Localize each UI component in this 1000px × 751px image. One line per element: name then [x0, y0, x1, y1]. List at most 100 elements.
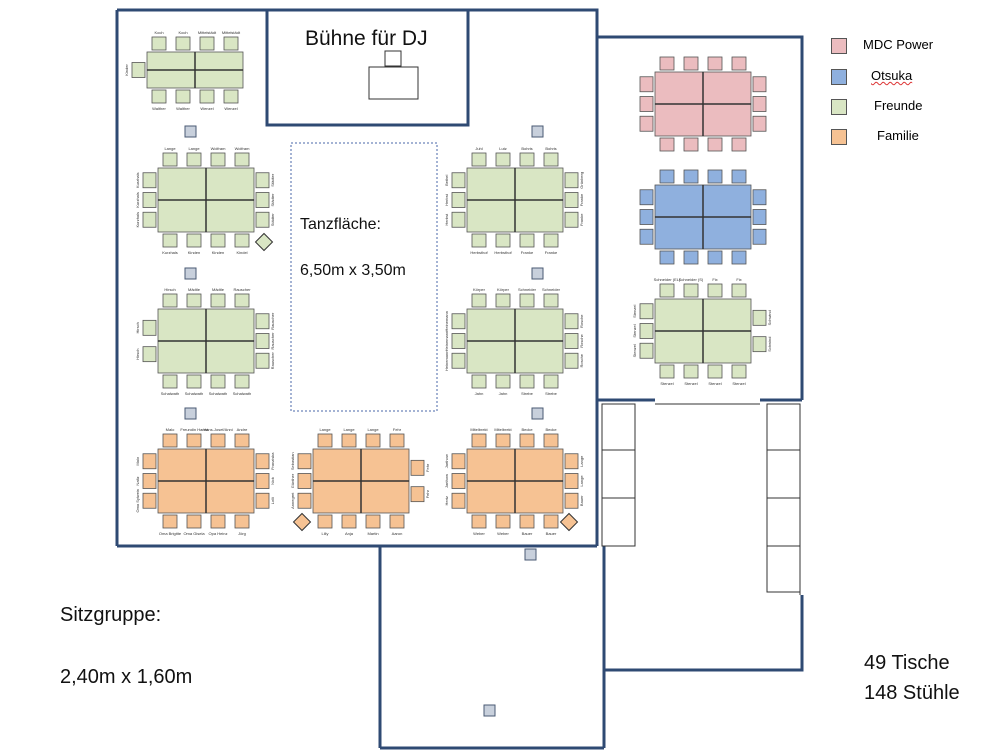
table [514, 167, 564, 201]
guest-name: Franke [545, 250, 558, 255]
chair [519, 433, 535, 448]
chair [564, 473, 579, 489]
guest-name: Strebe [545, 391, 558, 396]
chair [210, 233, 226, 248]
guest-name: Freundin Hanni [180, 427, 207, 432]
seating-group-g2: LangeKurzhalsLangeKindenWolframKindenWol… [135, 146, 275, 255]
chair [365, 514, 381, 529]
guest-name: Franke [579, 213, 584, 226]
seating-group-g8: KörperJahnKörperJahnSchneiderStrebeSchne… [444, 287, 584, 396]
chair [564, 192, 579, 208]
chair [639, 228, 654, 245]
chair [389, 514, 405, 529]
chair [752, 336, 767, 353]
guest-name: Schneider (S) [679, 277, 704, 282]
chair [451, 333, 466, 349]
dj-desk [368, 66, 419, 100]
table [654, 330, 704, 364]
chair [543, 233, 559, 248]
chair [142, 211, 157, 228]
chair [659, 364, 675, 379]
guest-name: Rauscher [270, 332, 275, 350]
chair [495, 514, 511, 529]
dj-chair [384, 50, 402, 67]
guest-name: Mitelbrekt [470, 427, 488, 432]
table [157, 340, 207, 374]
guest-name: Stenzel [632, 344, 637, 357]
bench [766, 497, 801, 547]
chair [255, 172, 270, 189]
chair [210, 152, 226, 167]
table [205, 480, 255, 514]
legend-swatch [831, 99, 847, 115]
table [157, 199, 207, 233]
guest-name: Walther [176, 106, 190, 111]
table [312, 448, 362, 482]
guest-name: Becke [545, 427, 557, 432]
legend-label: Freunde [874, 98, 923, 113]
guest-name: Oma Sylwein [135, 489, 140, 513]
chair [471, 374, 487, 389]
chair [564, 313, 579, 330]
chair [683, 137, 699, 152]
table [702, 103, 752, 137]
chair [341, 433, 357, 448]
pillar [524, 548, 537, 561]
chair [639, 209, 654, 225]
chair [451, 211, 466, 228]
chair [234, 293, 250, 308]
guest-name: Grünberg [579, 172, 584, 189]
guest-name: Wolfram [211, 146, 226, 151]
guest-name: Schneider [542, 287, 561, 292]
guest-name: Schalwath [209, 391, 227, 396]
guest-name: Fehr [393, 427, 402, 432]
guest-name: Nafiz [135, 476, 140, 485]
chair [639, 96, 654, 112]
guest-name: Nick [270, 477, 275, 485]
guest-name: Herbst [444, 213, 449, 226]
chair [639, 342, 654, 359]
chair [564, 172, 579, 189]
table [205, 199, 255, 233]
guest-name: Kurzhals [135, 192, 140, 208]
guest-name: Opa Heinz [209, 531, 228, 536]
dance-floor [290, 142, 438, 412]
chair [731, 137, 747, 152]
chair [659, 137, 675, 152]
table [194, 51, 244, 71]
table [466, 308, 516, 342]
chair [707, 364, 723, 379]
guest-name: Rauscher [270, 352, 275, 370]
chair [255, 211, 270, 228]
chair [451, 352, 466, 369]
table [702, 216, 752, 250]
pillars [184, 125, 544, 717]
chair [142, 473, 157, 489]
guest-name: Jahn [475, 391, 484, 396]
chair [210, 433, 226, 448]
chair [683, 169, 699, 184]
guest-name: Bauer [579, 495, 584, 506]
chair [223, 89, 239, 104]
guest-name: Rosche [579, 353, 584, 367]
seating-group-g1: KochWaltherKochWaltherMittelstädtWenzelM… [124, 30, 244, 111]
guest-name: Mitelbrekt [494, 427, 512, 432]
table [514, 480, 564, 514]
guest-name: Lolli [270, 497, 275, 504]
chair [519, 374, 535, 389]
guest-name: Heinemann [444, 311, 449, 331]
chair [731, 250, 747, 265]
guest-name: Mittelstädt [198, 30, 217, 35]
guest-name: Kurzhals [135, 172, 140, 188]
legend-label: Familie [877, 128, 919, 143]
guest-name: Jörg [238, 531, 246, 536]
chair [142, 346, 157, 363]
guest-name: Schalwath [233, 391, 251, 396]
table [205, 340, 255, 374]
chair [471, 514, 487, 529]
chair [451, 192, 466, 208]
table [654, 298, 704, 332]
guest-name: Kurzhals [135, 212, 140, 228]
guest-name: Malo [166, 427, 175, 432]
